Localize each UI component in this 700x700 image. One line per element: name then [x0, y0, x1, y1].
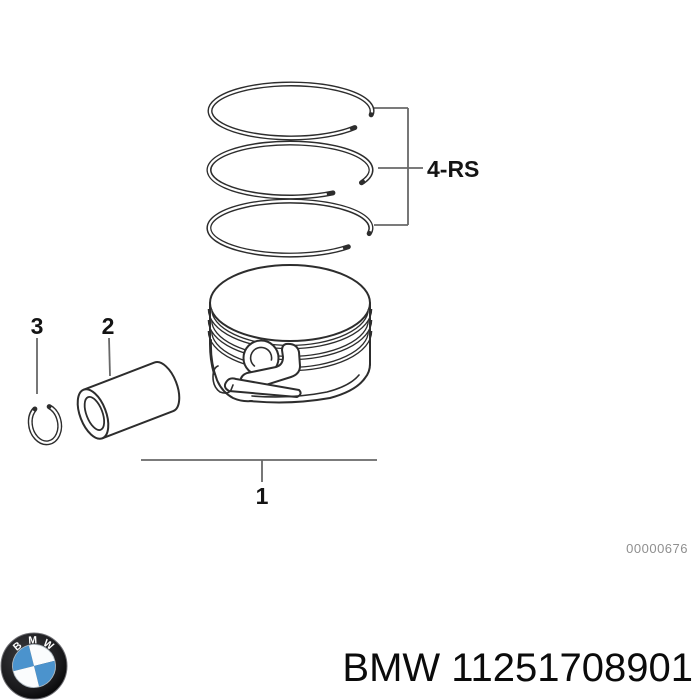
- piston-drawing: [207, 264, 373, 405]
- rings-bracket: [374, 107, 423, 226]
- piston-ring-bottom: [206, 198, 374, 258]
- part-number-text: BMW 11251708901: [342, 646, 693, 690]
- circlip-drawing: [27, 404, 63, 446]
- callout-label-pin: 2: [102, 313, 115, 339]
- callout-label-circlip: 3: [31, 313, 44, 339]
- logo-letter-m: M: [28, 634, 38, 646]
- piston-ring-top: [207, 81, 375, 141]
- pin-leader-line: [108, 337, 111, 377]
- piston-pin-drawing: [76, 361, 181, 440]
- bmw-logo: B M W: [0, 632, 68, 700]
- callout-label-piston: 1: [256, 483, 269, 509]
- piston-assembly-drawing: 4-RS 3 2 1: [27, 81, 479, 509]
- drawing-number: 00000676: [626, 541, 688, 556]
- callout-label-rings: 4-RS: [427, 156, 479, 182]
- piston-bracket: [141, 459, 377, 482]
- logo-quartered-center: [12, 644, 56, 688]
- piston-ring-middle: [206, 140, 374, 200]
